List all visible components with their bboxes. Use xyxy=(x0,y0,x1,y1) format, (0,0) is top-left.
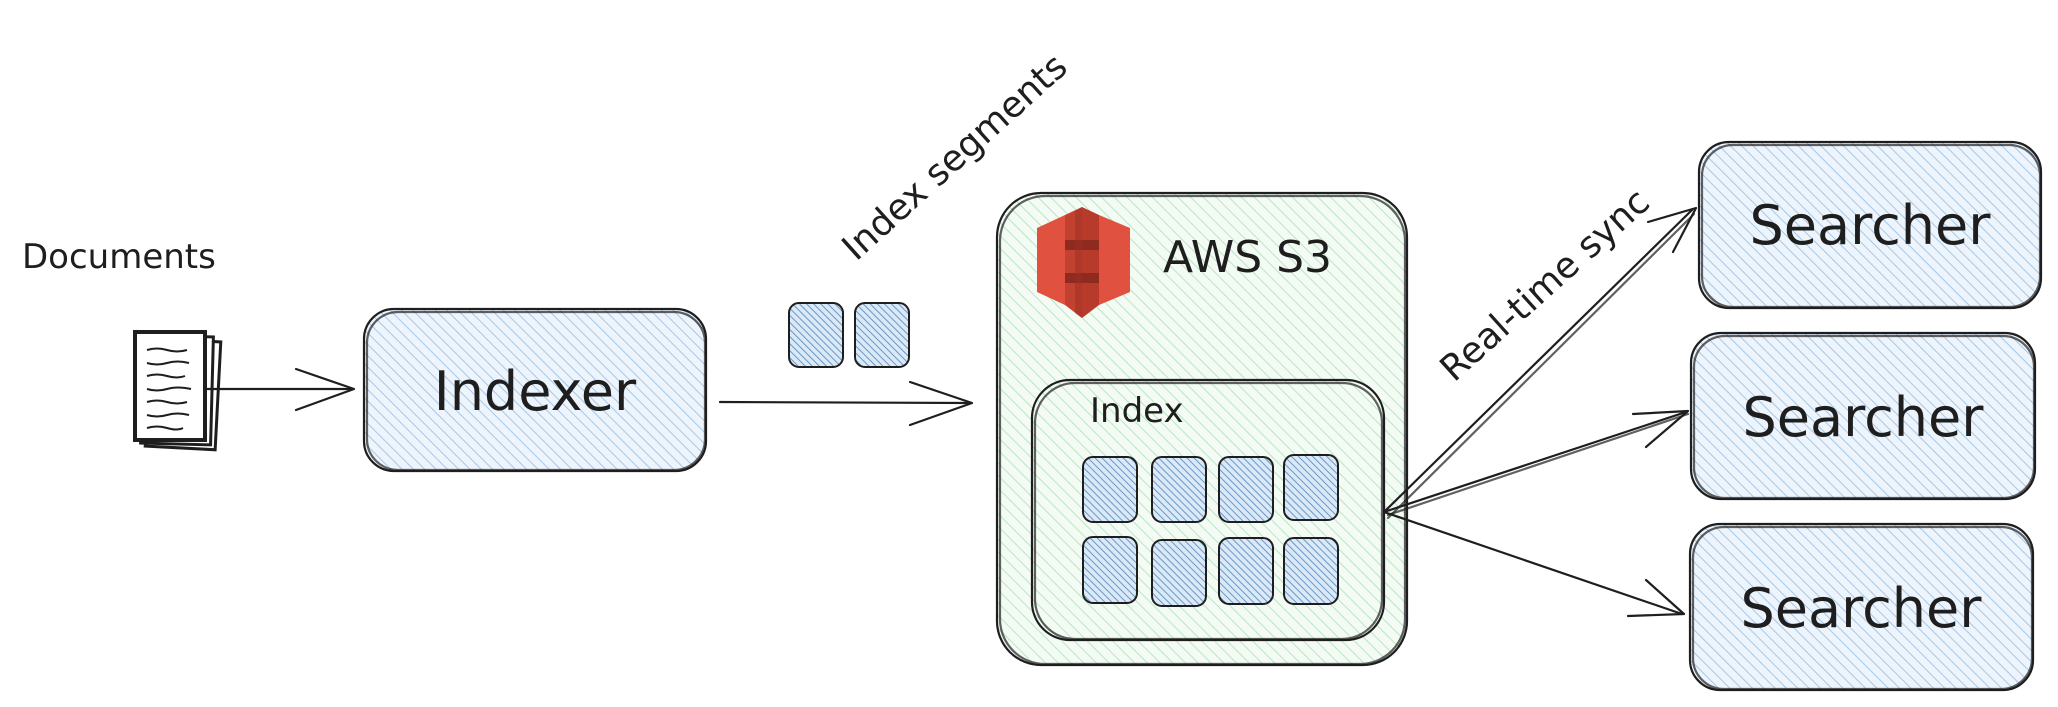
index-segments-grid xyxy=(1082,454,1339,607)
documents-label: Documents xyxy=(22,237,216,277)
searcher-node-3: Searcher xyxy=(1688,522,2035,692)
index-segment-pair xyxy=(788,302,910,368)
edge-index-to-searcher-2 xyxy=(1382,409,1690,517)
aws-s3-bucket-icon xyxy=(1037,207,1130,318)
searcher-node-1: Searcher xyxy=(1697,140,2043,310)
edge-index-to-searcher-3 xyxy=(1382,510,1686,618)
searcher-label: Searcher xyxy=(1741,577,1983,640)
document-stack-icon xyxy=(133,330,223,452)
edge-documents-to-indexer xyxy=(203,367,356,412)
edge-index-to-searcher-1 xyxy=(1382,206,1698,520)
real-time-sync-label: Real-time sync xyxy=(1433,181,1658,389)
aws-s3-label: AWS S3 xyxy=(1163,232,1332,283)
indexer-node: Indexer xyxy=(362,307,708,473)
index-container: Index xyxy=(1030,378,1386,642)
index-label: Index xyxy=(1090,391,1184,431)
edge-indexer-to-s3 xyxy=(718,380,974,427)
searcher-label: Searcher xyxy=(1743,386,1985,449)
indexer-label: Indexer xyxy=(434,360,637,423)
aws-s3-container: AWS S3 Index xyxy=(995,191,1409,667)
searcher-node-2: Searcher xyxy=(1689,331,2037,501)
searcher-label: Searcher xyxy=(1750,194,1992,257)
